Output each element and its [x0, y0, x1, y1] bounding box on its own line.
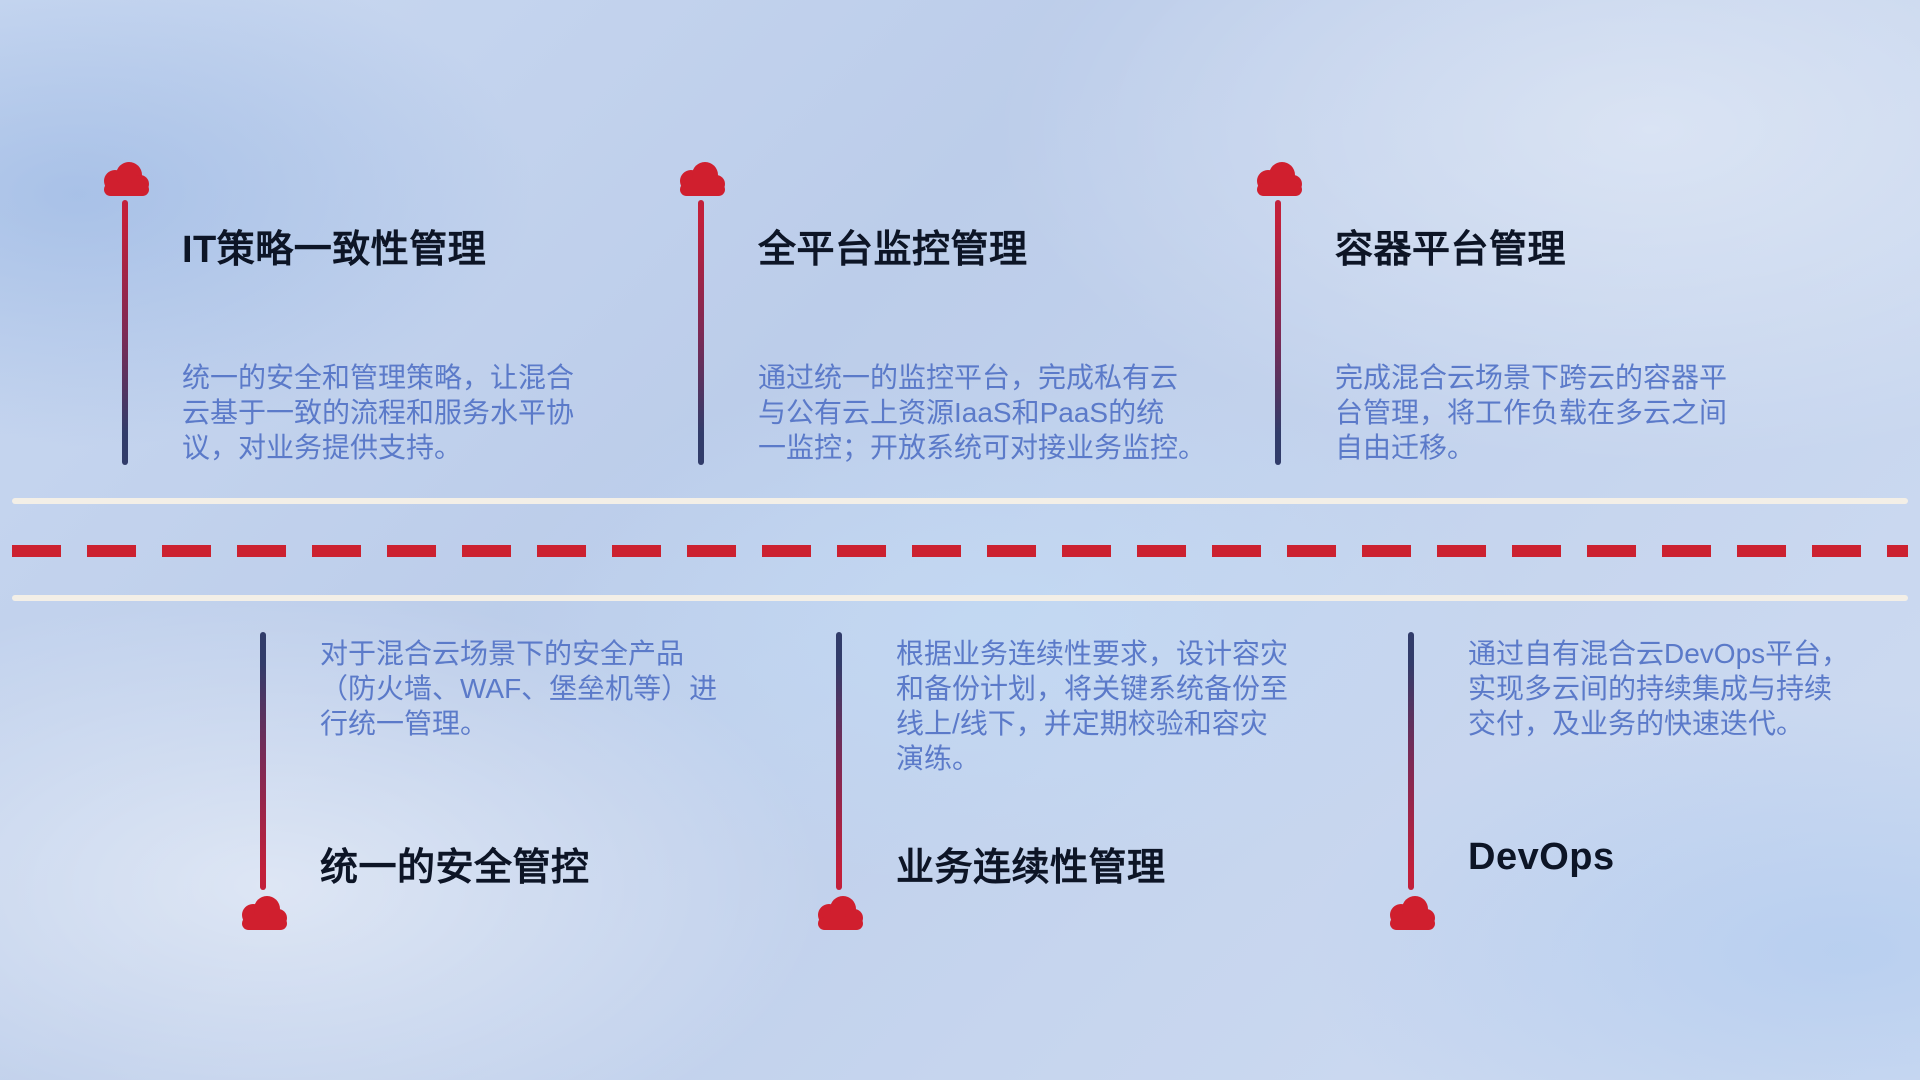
cloud-icon — [242, 896, 287, 930]
timeline-stem — [836, 632, 842, 890]
item-description: 完成混合云场景下跨云的容器平 台管理，将工作负载在多云之间 自由迁移。 — [1335, 362, 1728, 463]
timeline-item-it-policy: IT策略一致性管理 统一的安全和管理策略，让混合 云基于一致的流程和服务水平协 … — [98, 160, 698, 480]
item-description: 通过自有混合云DevOps平台， 实现多云间的持续集成与持续 交付，及业务的快速… — [1468, 638, 1850, 739]
road-dashed-centerline — [12, 545, 1908, 557]
timeline-stem — [1408, 632, 1414, 890]
timeline-stem — [698, 200, 704, 465]
road-edge-line-bottom — [12, 595, 1908, 601]
timeline-item-unified-security: 对于混合云场景下的安全产品 （防火墙、WAF、堡垒机等）进 行统一管理。 统一的… — [236, 632, 836, 942]
cloud-icon — [1390, 896, 1435, 930]
cloud-icon — [818, 896, 863, 930]
item-title: IT策略一致性管理 — [182, 229, 487, 271]
timeline-item-devops: 通过自有混合云DevOps平台， 实现多云间的持续集成与持续 交付，及业务的快速… — [1384, 632, 1920, 942]
timeline-stem — [260, 632, 266, 890]
timeline-item-business-continuity: 根据业务连续性要求，设计容灾 和备份计划，将关键系统备份至 线上/线下，并定期校… — [812, 632, 1412, 942]
item-description: 统一的安全和管理策略，让混合 云基于一致的流程和服务水平协 议，对业务提供支持。 — [182, 362, 575, 463]
item-title: 容器平台管理 — [1335, 229, 1567, 271]
item-description: 对于混合云场景下的安全产品 （防火墙、WAF、堡垒机等）进 行统一管理。 — [320, 638, 718, 739]
road-edge-line-top — [12, 498, 1908, 504]
timeline-stem — [1275, 200, 1281, 465]
item-title: 业务连续性管理 — [896, 847, 1166, 889]
item-description: 通过统一的监控平台，完成私有云 与公有云上资源IaaS和PaaS的统 一监控；开… — [758, 362, 1207, 463]
item-title: DevOps — [1468, 836, 1615, 878]
cloud-icon — [680, 162, 725, 196]
item-title: 全平台监控管理 — [758, 229, 1028, 271]
timeline-stem — [122, 200, 128, 465]
cloud-icon — [1257, 162, 1302, 196]
timeline-item-container-platform: 容器平台管理 完成混合云场景下跨云的容器平 台管理，将工作负载在多云之间 自由迁… — [1251, 160, 1851, 480]
timeline-item-platform-monitoring: 全平台监控管理 通过统一的监控平台，完成私有云 与公有云上资源IaaS和PaaS… — [674, 160, 1274, 480]
cloud-icon — [104, 162, 149, 196]
item-description: 根据业务连续性要求，设计容灾 和备份计划，将关键系统备份至 线上/线下，并定期校… — [896, 638, 1289, 774]
item-title: 统一的安全管控 — [320, 847, 590, 889]
